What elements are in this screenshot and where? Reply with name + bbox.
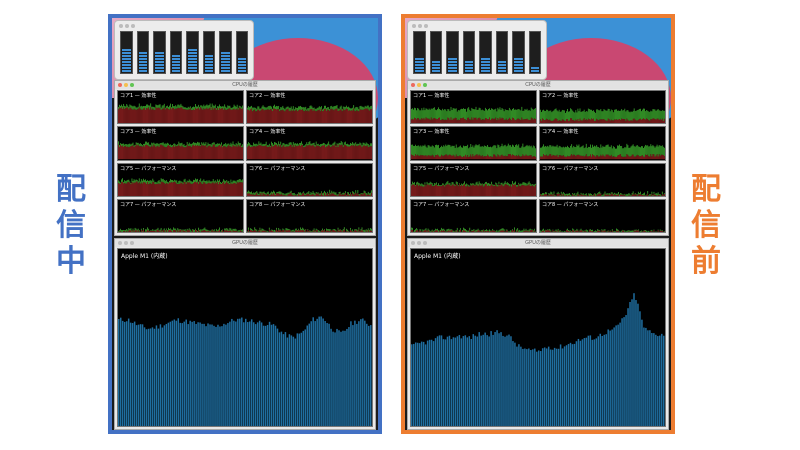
zoom-button[interactable] bbox=[423, 241, 427, 245]
label-before-streaming: 配 信 前 bbox=[691, 172, 721, 280]
cpu-gauge bbox=[528, 31, 541, 74]
cpu-gauge-window bbox=[114, 20, 254, 80]
core-label: コア4 — 効率性 bbox=[249, 129, 286, 136]
cpu-gauge bbox=[495, 31, 508, 74]
panel-before-streaming: CPUの履歴 コア1 — 効率性 コア2 — 効率性 コア3 — 効率性 コア4… bbox=[401, 14, 675, 434]
cpu-history-window: CPUの履歴 コア1 — 効率性 コア2 — 効率性 コア3 — 効率性 コア4… bbox=[114, 80, 376, 236]
cpu-gauge bbox=[462, 31, 475, 74]
core-graph: コア7 — パフォーマンス bbox=[410, 198, 537, 233]
core-graph: コア8 — パフォーマンス bbox=[246, 198, 373, 233]
core-graph: コア6 — パフォーマンス bbox=[539, 162, 666, 197]
core-label: コア2 — 効率性 bbox=[249, 93, 286, 99]
cpu-gauge bbox=[413, 31, 426, 74]
gpu-label: Apple M1 (内蔵) bbox=[121, 253, 168, 260]
cpu-gauge bbox=[219, 31, 232, 74]
gpu-label: Apple M1 (内蔵) bbox=[414, 253, 461, 260]
core-graph: コア5 — パフォーマンス bbox=[410, 162, 537, 197]
label-char: 信 bbox=[56, 208, 86, 243]
core-label: コア8 — パフォーマンス bbox=[542, 201, 599, 208]
minimize-button[interactable] bbox=[124, 83, 128, 87]
label-char: 配 bbox=[691, 172, 721, 207]
label-streaming: 配 信 中 bbox=[56, 172, 86, 280]
core-graph: コア6 — パフォーマンス bbox=[246, 162, 373, 197]
cpu-gauge bbox=[186, 31, 199, 74]
window-title: CPUの履歴 bbox=[232, 82, 258, 88]
core-label: コア3 — 効率性 bbox=[120, 129, 157, 136]
core-label: コア5 — パフォーマンス bbox=[413, 165, 470, 172]
zoom-button[interactable] bbox=[130, 83, 134, 87]
label-char: 配 bbox=[56, 172, 86, 207]
cpu-history-window: CPUの履歴 コア1 — 効率性 コア2 — 効率性 コア3 — 効率性 コア4… bbox=[407, 80, 669, 236]
core-label: コア8 — パフォーマンス bbox=[249, 201, 306, 208]
core-label: コア5 — パフォーマンス bbox=[120, 165, 177, 172]
label-char: 前 bbox=[691, 244, 721, 279]
core-graph: コア5 — パフォーマンス bbox=[117, 162, 244, 197]
cpu-gauge bbox=[429, 31, 442, 74]
cpu-gauge bbox=[169, 31, 182, 74]
label-char: 中 bbox=[56, 244, 86, 279]
cpu-gauge bbox=[446, 31, 459, 74]
zoom-button[interactable] bbox=[130, 241, 134, 245]
gpu-graph: Apple M1 (内蔵) bbox=[410, 248, 666, 427]
close-button[interactable] bbox=[118, 241, 122, 245]
core-graph: コア2 — 効率性 bbox=[246, 90, 373, 125]
minimize-button[interactable] bbox=[417, 241, 421, 245]
core-label: コア7 — パフォーマンス bbox=[413, 201, 470, 208]
window-title: GPUの履歴 bbox=[525, 240, 551, 246]
cpu-gauge bbox=[153, 31, 166, 74]
core-label: コア2 — 効率性 bbox=[542, 93, 579, 99]
cpu-gauge bbox=[136, 31, 149, 74]
label-char: 信 bbox=[691, 208, 721, 243]
window-title: CPUの履歴 bbox=[525, 82, 551, 88]
core-label: コア6 — パフォーマンス bbox=[249, 165, 306, 172]
cpu-gauge bbox=[512, 31, 525, 74]
cpu-gauge bbox=[202, 31, 215, 74]
core-graph: コア4 — 効率性 bbox=[539, 126, 666, 161]
core-graph: コア3 — 効率性 bbox=[117, 126, 244, 161]
minimize-button[interactable] bbox=[417, 83, 421, 87]
core-label: コア3 — 効率性 bbox=[413, 129, 450, 136]
core-label: コア6 — パフォーマンス bbox=[542, 165, 599, 172]
zoom-button[interactable] bbox=[423, 83, 427, 87]
gpu-graph: Apple M1 (内蔵) bbox=[117, 248, 373, 427]
core-graph: コア1 — 効率性 bbox=[410, 90, 537, 125]
panel-streaming: CPUの履歴 コア1 — 効率性 コア2 — 効率性 コア3 — 効率性 コア4… bbox=[108, 14, 382, 434]
core-label: コア7 — パフォーマンス bbox=[120, 201, 177, 208]
gpu-history-window: GPUの履歴 Apple M1 (内蔵) bbox=[114, 238, 376, 430]
minimize-button[interactable] bbox=[124, 241, 128, 245]
cpu-gauge-window bbox=[407, 20, 547, 80]
core-graph: コア4 — 効率性 bbox=[246, 126, 373, 161]
core-label: コア1 — 効率性 bbox=[120, 93, 157, 99]
core-label: コア4 — 効率性 bbox=[542, 129, 579, 136]
core-graph: コア2 — 効率性 bbox=[539, 90, 666, 125]
close-button[interactable] bbox=[411, 83, 415, 87]
gpu-history-window: GPUの履歴 Apple M1 (内蔵) bbox=[407, 238, 669, 430]
core-graph: コア1 — 効率性 bbox=[117, 90, 244, 125]
close-button[interactable] bbox=[411, 241, 415, 245]
core-graph: コア7 — パフォーマンス bbox=[117, 198, 244, 233]
core-label: コア1 — 効率性 bbox=[413, 93, 450, 99]
window-title: GPUの履歴 bbox=[232, 240, 258, 246]
core-graph: コア3 — 効率性 bbox=[410, 126, 537, 161]
cpu-gauge bbox=[120, 31, 133, 74]
cpu-gauge bbox=[235, 31, 248, 74]
core-graph: コア8 — パフォーマンス bbox=[539, 198, 666, 233]
cpu-gauge bbox=[479, 31, 492, 74]
close-button[interactable] bbox=[118, 83, 122, 87]
